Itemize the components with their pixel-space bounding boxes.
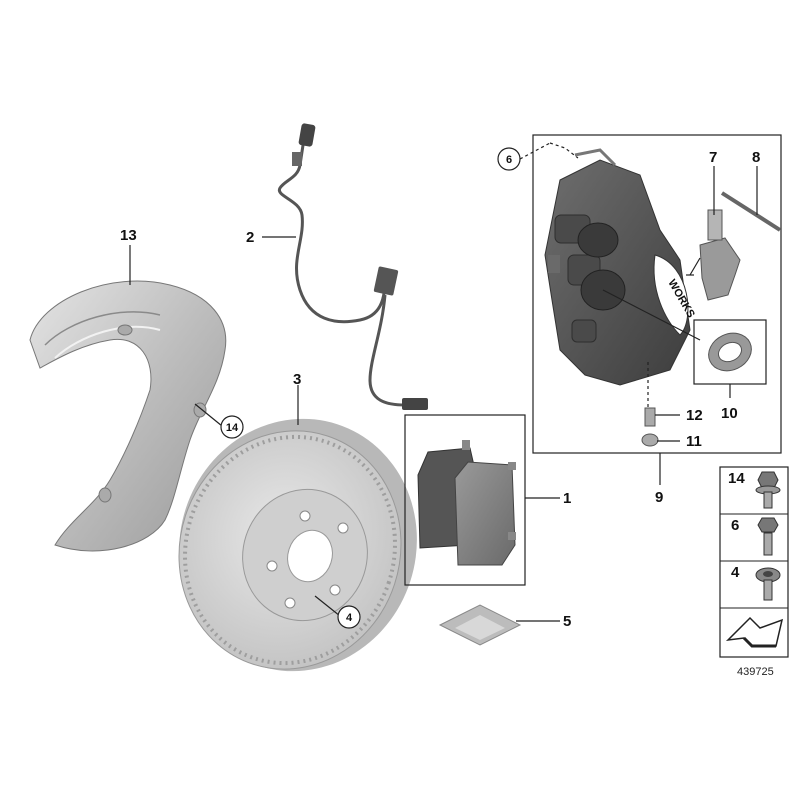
diagram-id: 439725 xyxy=(737,666,774,678)
callout-5: 5 xyxy=(563,613,571,630)
fastener-legend: 14 6 4 xyxy=(719,466,789,658)
callout-13: 13 xyxy=(120,227,137,244)
callout-14: 14 xyxy=(226,422,239,434)
callout-circle-6: 6 xyxy=(497,147,521,171)
bleed-cap xyxy=(641,433,659,447)
flange-bolt-icon xyxy=(755,471,781,509)
brake-pads xyxy=(417,440,516,566)
callout-1: 1 xyxy=(563,490,571,507)
socket-screw-icon xyxy=(755,567,781,601)
callout-2: 2 xyxy=(246,229,254,246)
leader-lines xyxy=(129,142,758,622)
bleed-valve xyxy=(644,407,656,427)
callout-4: 4 xyxy=(346,612,353,624)
callout-circle-14: 14 xyxy=(220,415,244,439)
brake-pad-frame xyxy=(404,414,526,586)
callout-12: 12 xyxy=(686,407,703,424)
legend-num-4: 4 xyxy=(731,564,740,581)
brake-shield xyxy=(29,280,227,552)
callout-9: 9 xyxy=(655,489,663,506)
grease-packet xyxy=(438,604,522,646)
hex-bolt-icon xyxy=(757,517,779,556)
callout-6: 6 xyxy=(506,154,512,166)
caliper-assembly-frame xyxy=(532,134,782,454)
callout-11: 11 xyxy=(686,433,702,450)
pad-spring xyxy=(699,209,741,301)
callout-7: 7 xyxy=(709,149,717,166)
direction-arrow-icon xyxy=(725,616,784,648)
callout-circle-4: 4 xyxy=(337,605,361,629)
guide-pin xyxy=(720,191,782,232)
legend-num-6: 6 xyxy=(731,517,739,534)
wear-sensor-cable xyxy=(277,123,428,410)
callout-10: 10 xyxy=(721,405,738,422)
callout-8: 8 xyxy=(752,149,760,166)
brake-caliper: WORKS xyxy=(544,148,697,386)
legend-num-14: 14 xyxy=(728,470,745,487)
callout-3: 3 xyxy=(293,371,301,388)
seal-ring xyxy=(708,332,752,372)
